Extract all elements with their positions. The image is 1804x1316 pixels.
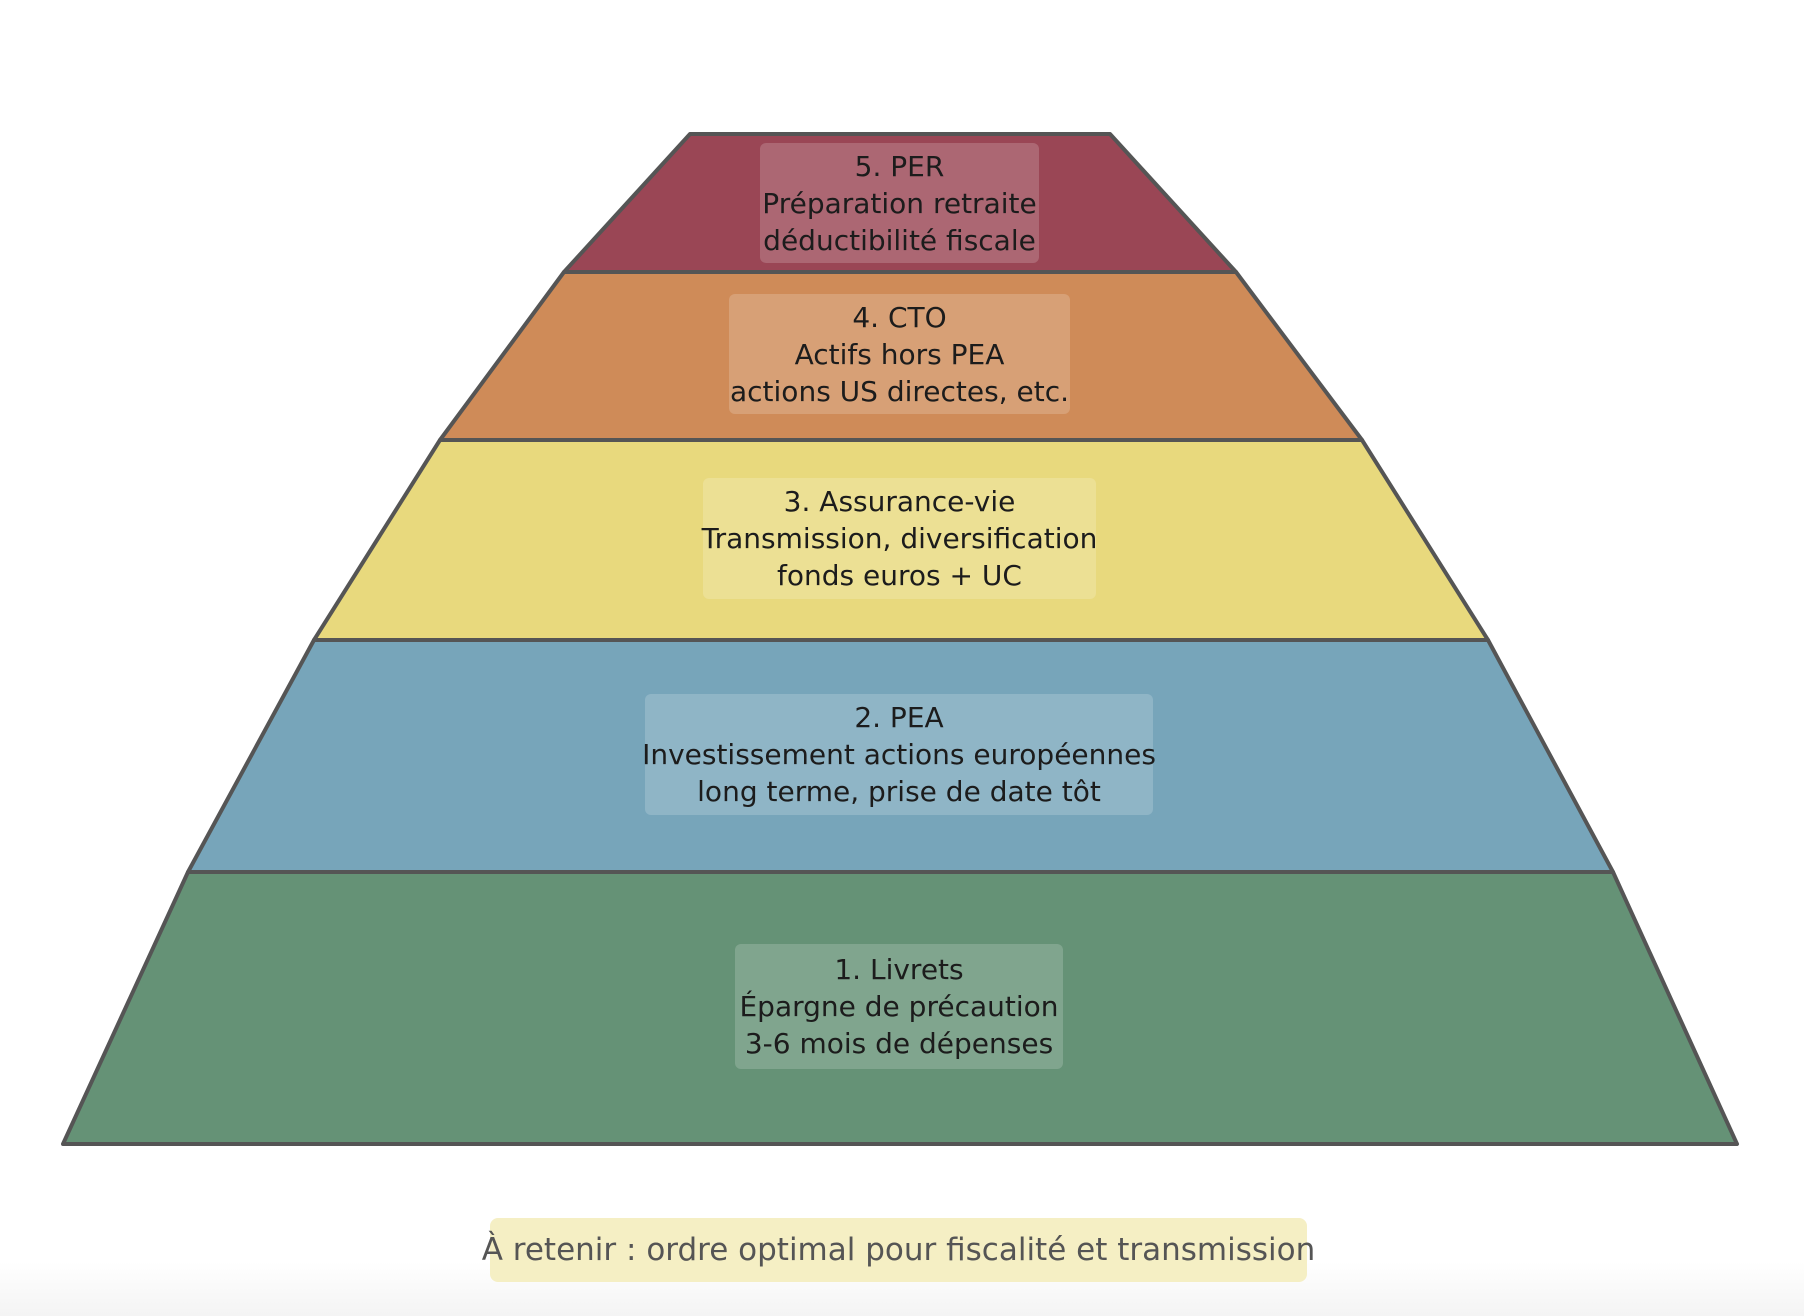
tier-4-label: 4. CTO Actifs hors PEA actions US direct…: [729, 294, 1070, 414]
takeaway-note: À retenir : ordre optimal pour fiscalité…: [482, 1218, 1315, 1282]
tier-3-label: 3. Assurance-vie Transmission, diversifi…: [701, 478, 1098, 599]
tier-3-line2: fonds euros + UC: [777, 559, 1022, 592]
tier-1-line1: Épargne de précaution: [739, 990, 1059, 1023]
tier-1-title: 1. Livrets: [834, 953, 964, 986]
tier-3-line1: Transmission, diversification: [701, 522, 1098, 555]
tier-1-shape: [61, 870, 1739, 1146]
tier-2-line2: long terme, prise de date tôt: [697, 775, 1101, 808]
tier-5-line2: déductibilité fiscale: [763, 223, 1036, 257]
tier-4-title: 4. CTO: [852, 300, 947, 334]
tier-5-title: 5. PER: [854, 149, 945, 183]
tier-1-label: 1. Livrets Épargne de précaution 3-6 moi…: [735, 944, 1063, 1069]
tier-4-line2: actions US directes, etc.: [730, 374, 1070, 408]
tier-4-line1: Actifs hors PEA: [794, 337, 1005, 371]
tier-2-title: 2. PEA: [854, 701, 944, 734]
tier-5-line1: Préparation retraite: [762, 186, 1037, 220]
tier-2-line1: Investissement actions européennes: [642, 738, 1156, 771]
tier-1-line2: 3-6 mois de dépenses: [744, 1027, 1054, 1060]
tier-2-label: 2. PEA Investissement actions européenne…: [642, 694, 1156, 815]
tier-3-title: 3. Assurance-vie: [783, 485, 1016, 518]
tier-5-label: 5. PER Préparation retraite déductibilit…: [760, 143, 1039, 263]
